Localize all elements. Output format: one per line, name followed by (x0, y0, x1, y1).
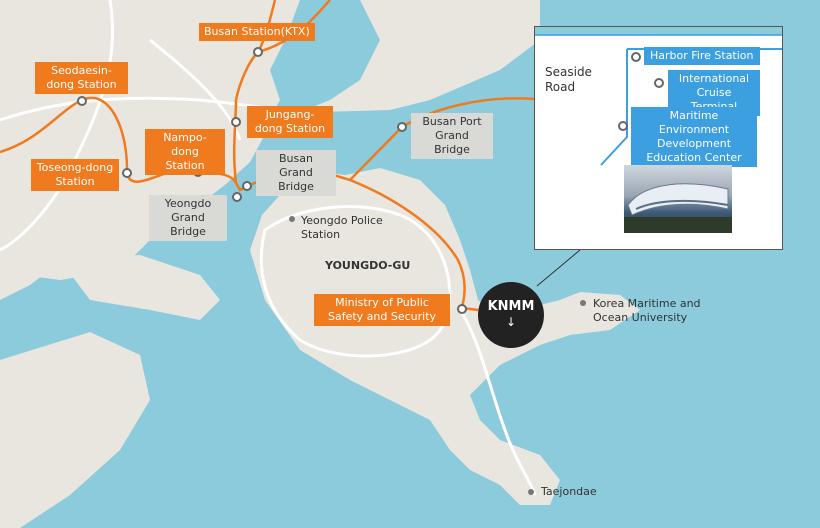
yeongdo-island (250, 168, 640, 505)
stop-busan-grand-bridge (242, 181, 252, 191)
inset-map[interactable]: Seaside Road Harbor Fire Station Interna… (534, 26, 783, 250)
road-island-south (458, 309, 537, 496)
building-photo (624, 165, 732, 233)
label-nampo[interactable]: Nampo-dong Station (145, 129, 225, 175)
stop-yeongdo-bridge (232, 192, 242, 202)
stop-busan-port-bridge (397, 122, 407, 132)
marker-university (580, 300, 586, 306)
label-police: Yeongdo Police Station (301, 214, 383, 241)
label-ministry[interactable]: Ministry of Public Safety and Security (314, 294, 450, 326)
knmm-marker[interactable]: KNMM ↓ (478, 282, 544, 348)
inset-label-road: Seaside Road (545, 65, 592, 94)
knmm-label: KNMM (487, 299, 535, 314)
label-toseong[interactable]: Toseong-dong Station (31, 159, 119, 191)
down-arrow-icon: ↓ (505, 315, 517, 329)
label-yeongdo-bridge[interactable]: Yeongdo Grand Bridge (149, 195, 227, 241)
inset-water (535, 27, 782, 35)
road-ring (259, 205, 452, 358)
label-district: YOUNGDO-GU (325, 259, 411, 272)
marker-taejondae (528, 489, 534, 495)
inset-connector (536, 249, 581, 287)
label-busan-grand-bridge[interactable]: Busan Grand Bridge (256, 150, 336, 196)
inset-label-env[interactable]: Maritime Environment Development Educati… (631, 107, 757, 167)
inset-stop-env (618, 121, 628, 131)
stop-jungang (231, 117, 241, 127)
route-island (349, 178, 479, 312)
stop-ministry (457, 304, 467, 314)
inset-stop-fire (631, 52, 641, 62)
label-seodaesin[interactable]: Seodaesin-dong Station (35, 62, 128, 94)
label-taejondae: Taejondae (541, 485, 597, 498)
west-peninsula (0, 332, 150, 528)
hill-west (60, 255, 220, 320)
label-jungang[interactable]: Jungang-dong Station (247, 106, 333, 138)
building-photo-art (624, 183, 732, 233)
inset-label-fire[interactable]: Harbor Fire Station (644, 47, 760, 65)
stop-busan-station (253, 47, 263, 57)
label-university: Korea Maritime and Ocean University (593, 297, 701, 324)
label-busan-station[interactable]: Busan Station(KTX) (199, 23, 315, 41)
marker-police (289, 216, 295, 222)
stop-toseong (122, 168, 132, 178)
inset-stop-cruise (654, 78, 664, 88)
stop-seodaesin (77, 96, 87, 106)
label-busan-port-bridge[interactable]: Busan Port Grand Bridge (411, 113, 493, 159)
